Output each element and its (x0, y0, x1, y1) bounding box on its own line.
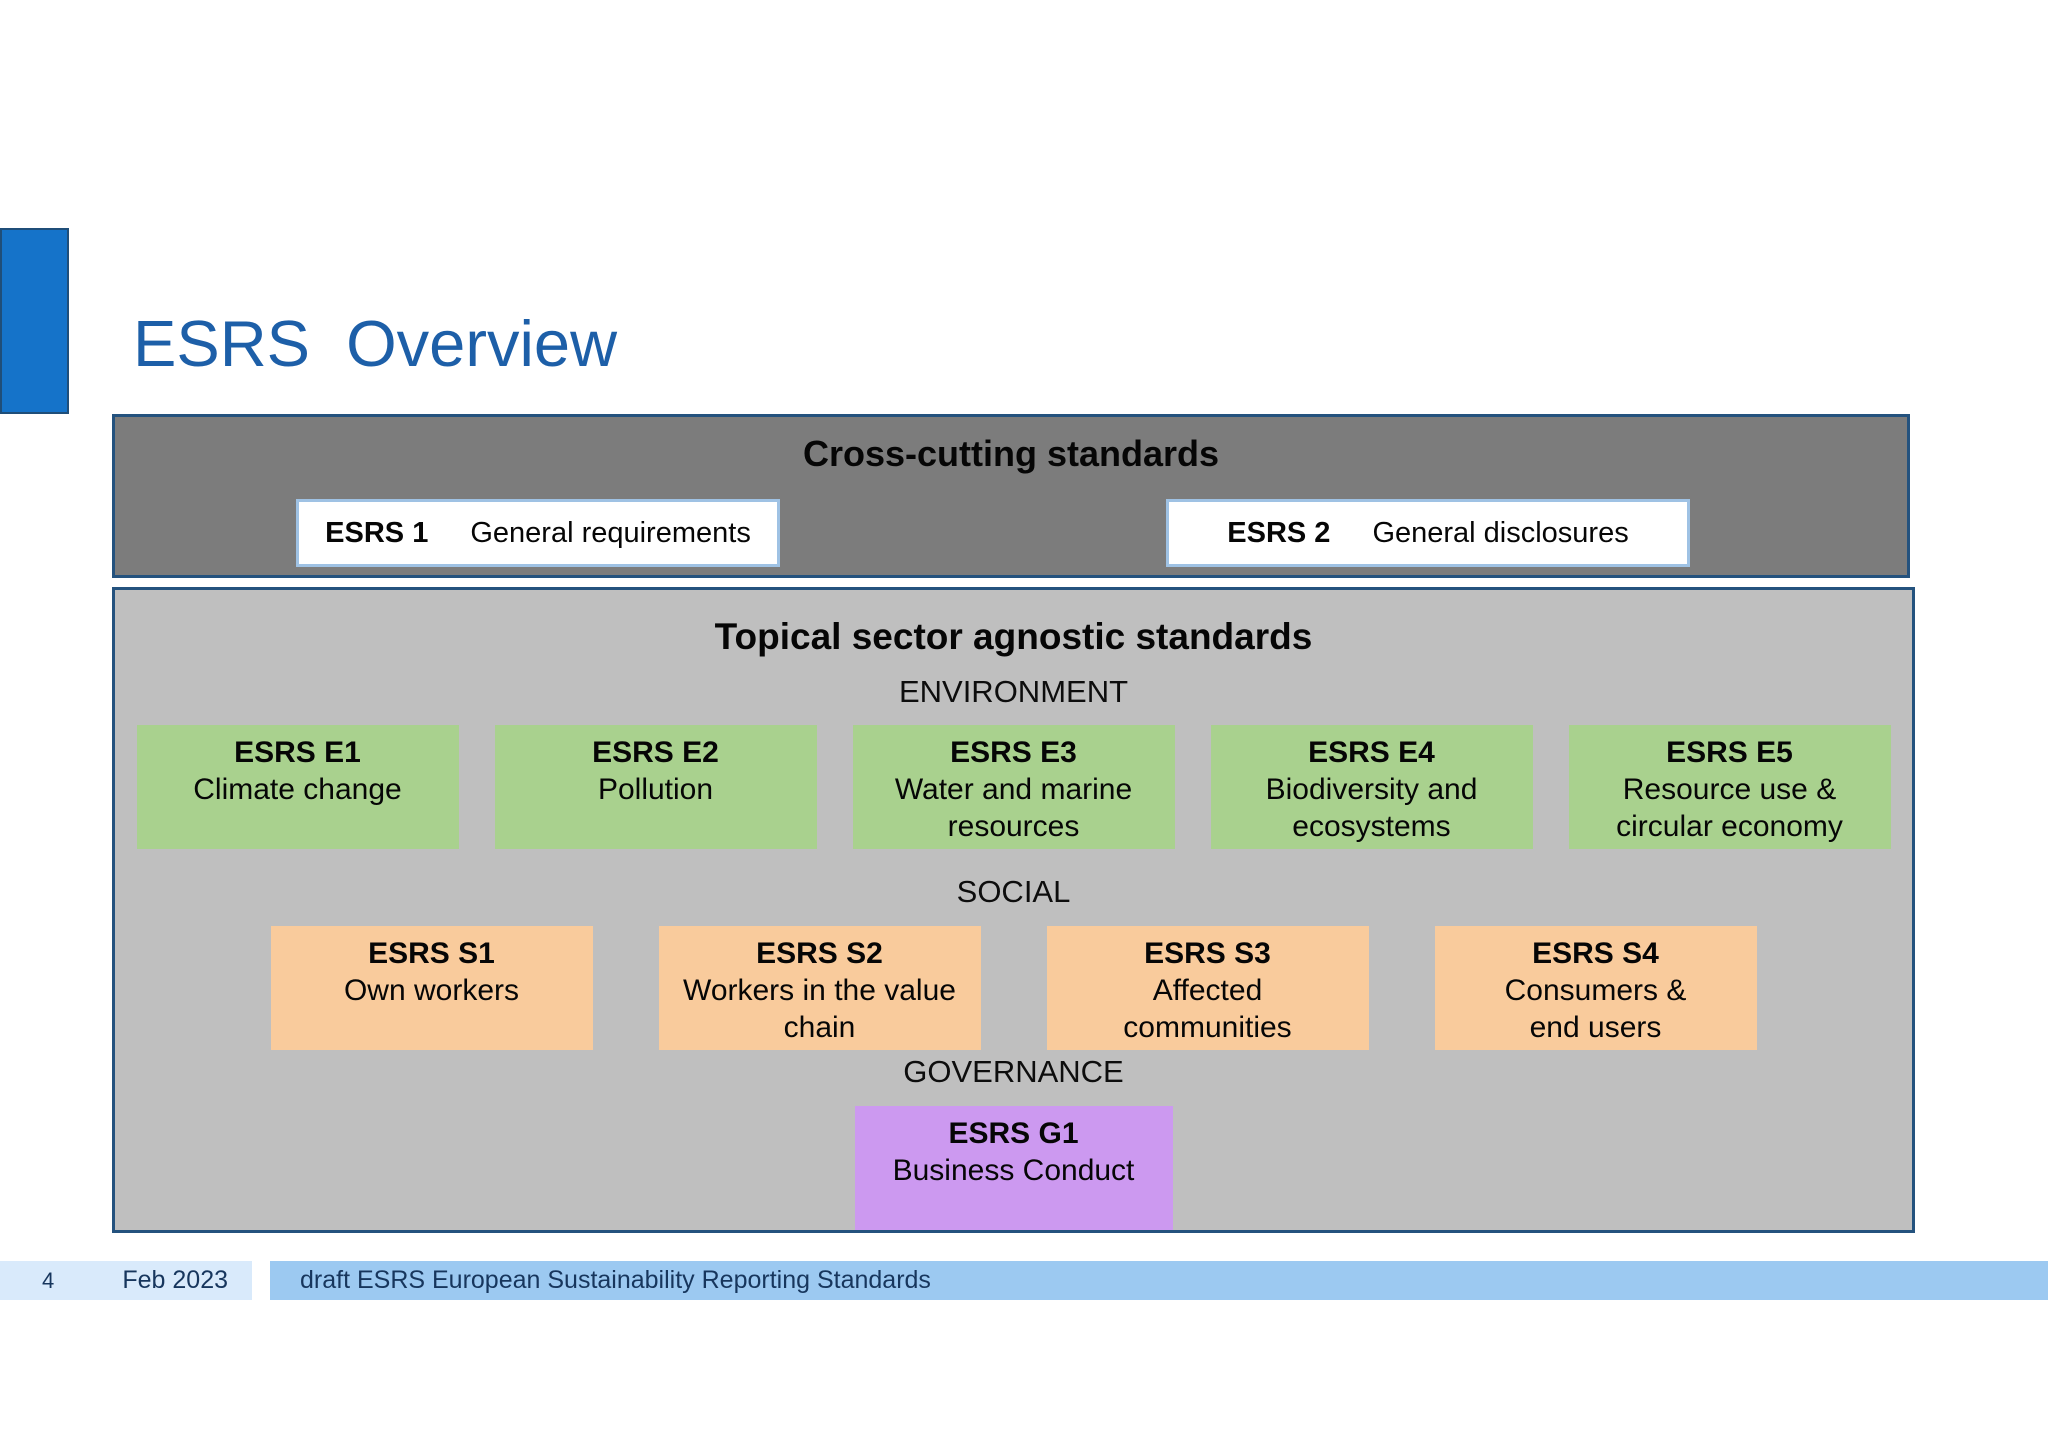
standard-card-esrs-s1: ESRS S1 Own workers (270, 926, 593, 1050)
standard-card-esrs-e1: ESRS E1 Climate change (136, 725, 459, 849)
standard-card-label: chain (783, 1011, 856, 1044)
standard-card-code: ESRS S1 (368, 937, 495, 970)
standard-card-label: communities (1123, 1011, 1292, 1044)
card-code: ESRS 2 (1227, 516, 1331, 549)
cross-cutting-card-esrs-2: ESRS 2 General disclosures (1166, 499, 1690, 567)
standard-card-label: ecosystems (1292, 810, 1451, 843)
standard-card-code: ESRS E1 (234, 736, 361, 769)
standard-card-label: Biodiversity and (1265, 773, 1478, 806)
standard-card-code: ESRS E3 (950, 736, 1077, 769)
standard-card-esrs-e3: ESRS E3 Water and marine resources (852, 725, 1175, 849)
standard-card-esrs-s2: ESRS S2 Workers in the value chain (658, 926, 981, 1050)
standard-card-code: ESRS E4 (1308, 736, 1435, 769)
standard-card-esrs-e4: ESRS E4 Biodiversity and ecosystems (1210, 725, 1533, 849)
standard-card-label: Workers in the value (683, 974, 956, 1007)
standard-card-label: circular economy (1616, 810, 1843, 843)
page-title: ESRS Overview (133, 307, 618, 380)
section-label-environment: ENVIRONMENT (898, 674, 1129, 709)
standard-card-code: ESRS E2 (592, 736, 719, 769)
topical-panel: Topical sector agnostic standards ENVIRO… (112, 587, 1915, 1233)
accent-bar (0, 228, 69, 414)
standard-card-code: ESRS S2 (756, 937, 883, 970)
standard-card-code: ESRS E5 (1666, 736, 1793, 769)
card-code: ESRS 1 (325, 516, 429, 549)
standard-card-code: ESRS S4 (1532, 937, 1659, 970)
standard-card-label: Resource use & (1622, 773, 1837, 806)
standard-card-label: Water and marine (894, 773, 1133, 806)
footer-bar: draft ESRS European Sustainability Repor… (270, 1261, 2048, 1300)
standard-card-label: Consumers & (1504, 974, 1687, 1007)
standard-card-esrs-e2: ESRS E2 Pollution (494, 725, 817, 849)
standard-card-esrs-s4: ESRS S4 Consumers & end users (1434, 926, 1757, 1050)
standard-card-esrs-g1: ESRS G1 Business Conduct (854, 1106, 1173, 1230)
standard-card-label: end users (1529, 1011, 1662, 1044)
footer-page-box: 4 Feb 2023 (0, 1261, 252, 1300)
standard-card-label: Pollution (597, 773, 714, 806)
standards-row-social: ESRS S1 Own workers ESRS S2 Workers in the … (115, 926, 1912, 1050)
card-label: General disclosures (1372, 516, 1629, 549)
cross-cutting-title: Cross-cutting standards (802, 433, 1220, 474)
cross-cutting-panel: Cross-cutting standards ESRS 1 General re… (112, 414, 1910, 578)
section-label-social: SOCIAL (956, 874, 1071, 909)
footer-text: draft ESRS European Sustainability Repor… (300, 1266, 931, 1294)
standards-row-governance: ESRS G1 Business Conduct (115, 1106, 1912, 1230)
standard-card-code: ESRS G1 (948, 1117, 1079, 1150)
cross-cutting-card-esrs-1: ESRS 1 General requirements (296, 499, 780, 567)
standard-card-label: Business Conduct (892, 1154, 1135, 1187)
standard-card-label: Affected (1152, 974, 1263, 1007)
standard-card-esrs-s3: ESRS S3 Affected communities (1046, 926, 1369, 1050)
standard-card-label: resources (947, 810, 1080, 843)
topical-title: Topical sector agnostic standards (714, 616, 1313, 657)
card-label: General requirements (470, 516, 751, 549)
standard-card-label: Climate change (193, 773, 402, 806)
standard-card-label: Own workers (343, 974, 520, 1007)
section-label-governance: GOVERNANCE (903, 1054, 1124, 1089)
page-number: 4 (42, 1267, 55, 1293)
standard-card-esrs-e5: ESRS E5 Resource use & circular economy (1568, 725, 1891, 849)
standard-card-code: ESRS S3 (1144, 937, 1271, 970)
footer-date: Feb 2023 (122, 1266, 228, 1294)
